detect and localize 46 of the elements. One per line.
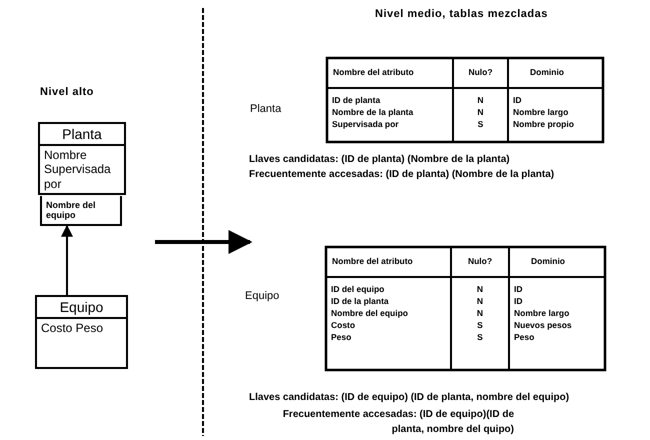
column-header: Nulo? <box>467 67 494 77</box>
attribute-list: Nombre Supervisada por <box>40 146 124 194</box>
table-cell: ID <box>514 284 522 294</box>
note-text: Llaves candidatas: (ID de planta) (Nombre de la planta) <box>249 154 510 165</box>
table-cell: Peso <box>514 332 534 342</box>
table-cell-text: N <box>476 107 485 117</box>
table-cell: Nuevos pesos <box>514 320 572 330</box>
table-cell: Nombre largo <box>514 308 570 318</box>
table-cell: ID de planta <box>332 95 380 105</box>
column-header: Dominio <box>531 256 565 266</box>
section-heading: Nivel alto <box>40 86 94 98</box>
note-text: Frecuentemente accesadas: (ID de equipo)(ID de planta, nombre del quipo) <box>282 408 514 437</box>
section-heading: Nivel medio, tablas mezcladas <box>375 8 548 20</box>
table-cell: ID de la planta <box>331 296 389 306</box>
table-cell: Nombre largo <box>513 107 568 117</box>
class-name: Equipo <box>37 297 126 319</box>
table-cell: ID del equipo <box>331 284 384 294</box>
table-cell: Nombre propio <box>513 119 574 129</box>
table-cell: Costo <box>331 320 356 330</box>
column-header: Dominio <box>530 67 564 77</box>
table-name: Equipo <box>245 290 280 302</box>
column-header: Nombre del atributo <box>333 67 414 77</box>
column-header: Nulo? <box>466 256 494 266</box>
arrow <box>61 224 73 295</box>
note-text: Llaves candidatas: (ID de equipo) (ID de planta, nombre del equipo) <box>249 392 570 403</box>
table-cell: Nombre del equipo <box>331 308 408 318</box>
column-header: Nombre del atributo <box>332 256 413 266</box>
table-cell-text: N <box>476 308 484 318</box>
table-cell-text: S <box>476 332 484 342</box>
table-cell: Nombre de la planta <box>332 107 414 117</box>
class-box <box>38 122 126 196</box>
table-cell-text: N <box>476 284 484 294</box>
table-cell-text: N <box>476 95 485 105</box>
table-cell-text: S <box>476 119 484 129</box>
class-box <box>35 295 128 369</box>
table-cell-text: S <box>476 320 484 330</box>
table-cell-text: N <box>476 296 484 306</box>
attribute-list: Costo Peso <box>37 319 126 338</box>
attribute-list: Nombre del equipo <box>42 196 120 224</box>
table-name: Planta <box>250 103 282 115</box>
note-text: Frecuentemente accesadas: (ID de planta) (Nombre de la planta) <box>249 169 554 180</box>
class-name: Planta <box>40 124 124 146</box>
table-cell: Supervisada por <box>332 119 399 129</box>
table-cell: ID <box>514 296 522 306</box>
table-cell: ID <box>513 95 522 105</box>
table-cell: Peso <box>331 332 352 342</box>
